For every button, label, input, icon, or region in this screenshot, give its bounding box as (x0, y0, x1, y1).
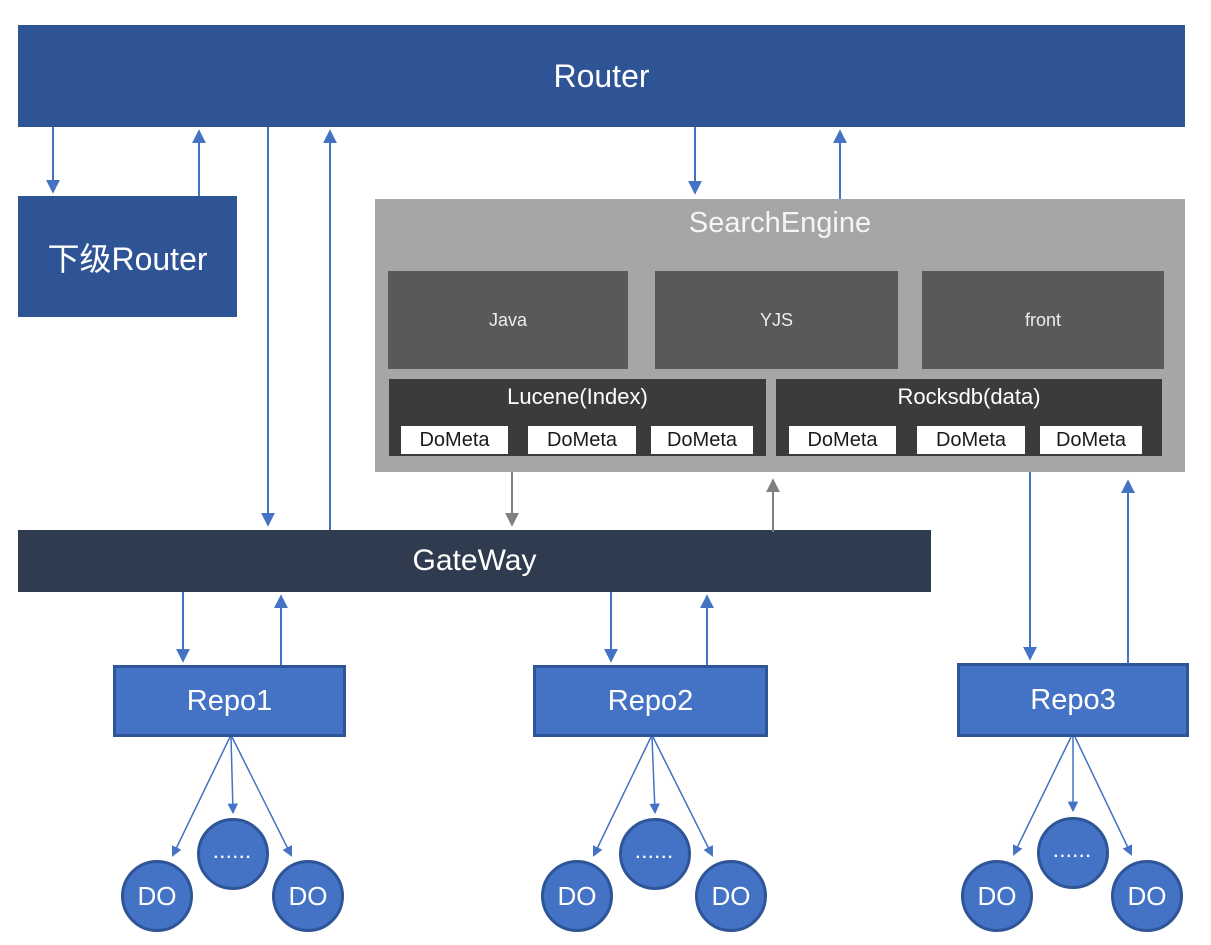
do-label: DO (977, 880, 1017, 911)
ellipsis-circle: ...... (1037, 817, 1109, 889)
do-label: DO (557, 880, 597, 911)
ellipsis-circle: ...... (619, 818, 691, 890)
dometa-chip: DoMeta (789, 426, 896, 454)
do-label: DO (288, 880, 328, 911)
module-java: Java (388, 271, 628, 369)
do-circle: DO (121, 860, 193, 932)
sub-router-box: 下级Router (18, 196, 237, 317)
module-yjs: YJS (655, 271, 898, 369)
router-box: Router (18, 25, 1185, 127)
do-label: DO (1127, 880, 1167, 911)
do-circle: DO (1111, 860, 1183, 932)
module-front-label: front (1024, 309, 1062, 330)
repo2-box: Repo2 (533, 665, 768, 737)
store-lucene: Lucene(Index) DoMeta DoMeta DoMeta (389, 379, 766, 456)
ellipsis-label: ...... (635, 845, 675, 862)
ellipsis-label: ...... (213, 845, 253, 862)
ellipsis-circle: ...... (197, 818, 269, 890)
ellipsis-label: ...... (1053, 844, 1093, 861)
store-rocksdb-label: Rocksdb(data) (897, 384, 1041, 409)
router-label: Router (553, 57, 650, 94)
module-yjs-label: YJS (759, 309, 793, 330)
arrow-repo2-to-ellipsis (649, 736, 660, 815)
dometa-chip: DoMeta (1040, 426, 1142, 454)
gateway-bar: GateWay (18, 530, 931, 592)
do-circle: DO (961, 860, 1033, 932)
do-circle: DO (272, 860, 344, 932)
dometa-chip: DoMeta (528, 426, 636, 454)
dometa-chip: DoMeta (401, 426, 508, 454)
sub-router-label: 下级Router (47, 240, 208, 277)
dometa-chip: DoMeta (651, 426, 753, 454)
repo3-label: Repo3 (1030, 683, 1116, 716)
module-front: front (922, 271, 1164, 369)
do-circle: DO (695, 860, 767, 932)
do-label: DO (137, 880, 177, 911)
arrow-repo1-to-ellipsis (227, 736, 239, 815)
do-circle: DO (541, 860, 613, 932)
repo3-box: Repo3 (957, 663, 1189, 737)
module-java-label: Java (488, 309, 528, 330)
search-engine-title: SearchEngine (688, 207, 872, 239)
repo1-box: Repo1 (113, 665, 346, 737)
dometa-chip: DoMeta (917, 426, 1025, 454)
repo1-label: Repo1 (186, 684, 273, 717)
do-label: DO (711, 880, 751, 911)
store-lucene-label: Lucene(Index) (507, 384, 648, 409)
store-rocksdb: Rocksdb(data) DoMeta DoMeta DoMeta (776, 379, 1162, 456)
repo2-label: Repo2 (607, 684, 694, 717)
search-engine-panel: SearchEngine Java YJS front Lucene(Index… (375, 199, 1185, 472)
gateway-label: GateWay (412, 544, 537, 577)
